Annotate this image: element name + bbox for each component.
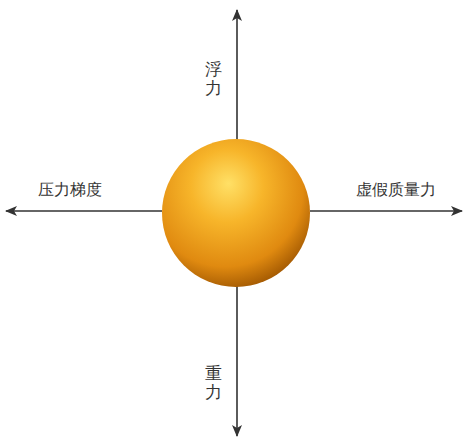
particle-sphere	[162, 139, 310, 287]
virtual-mass-arrow	[310, 210, 462, 212]
gravity-arrow	[236, 286, 238, 436]
force-label: 重力	[205, 364, 222, 401]
pressure-arrow	[6, 210, 162, 212]
force-label: 压力梯度	[38, 180, 102, 201]
force-label: 浮力	[205, 60, 222, 97]
buoyancy-arrow	[236, 10, 238, 140]
force-label: 虚假质量力	[356, 180, 436, 201]
